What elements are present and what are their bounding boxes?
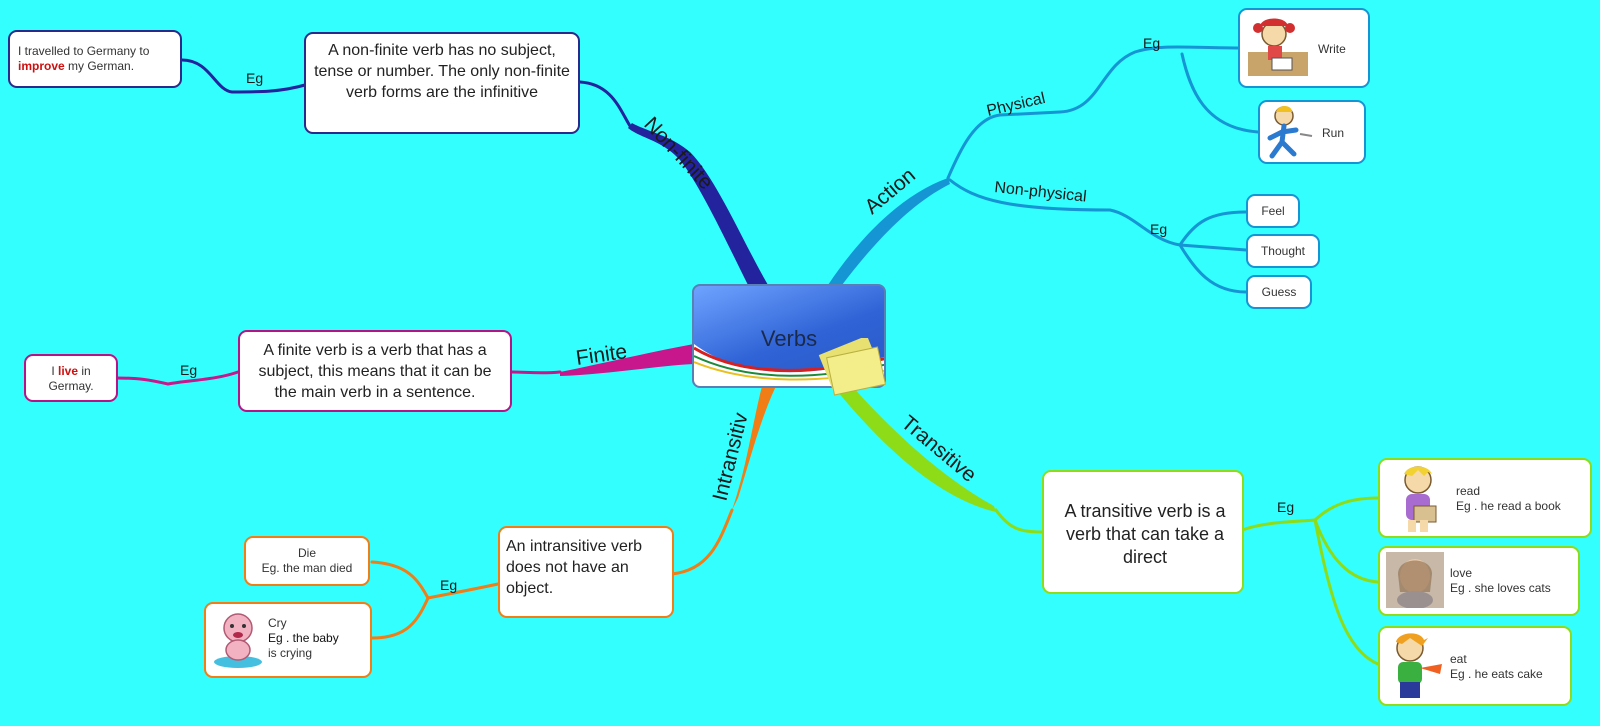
branch-intransitive <box>732 386 776 510</box>
intransitive-example-die[interactable]: Die Eg. the man died <box>244 536 370 586</box>
transitive-definition[interactable]: A transitive verb is a verb that can tak… <box>1042 470 1244 594</box>
label-intransitive: Intransitiv <box>709 410 753 503</box>
action-example-feel[interactable]: Feel <box>1246 194 1300 228</box>
eg-finite: Eg <box>180 362 197 378</box>
branch-transitive <box>838 386 996 512</box>
transitive-definition-text: A transitive verb is a verb that can tak… <box>1064 501 1226 567</box>
intransitive-definition[interactable]: An intransitive verb does not have an ob… <box>498 526 674 618</box>
girl-writing-icon <box>1248 18 1308 76</box>
eg-nonfinite: Eg <box>246 70 263 86</box>
girl-with-cat-photo <box>1386 552 1444 608</box>
nonfinite-example[interactable]: I travelled to Germany to improve my Ger… <box>8 30 182 88</box>
eg-nonphysical: Eg <box>1150 221 1167 237</box>
label-nonphysical: Non-physical <box>994 179 1088 206</box>
label-action: Action <box>860 164 920 219</box>
eg-intransitive: Eg <box>440 577 457 593</box>
crying-baby-icon <box>214 613 262 668</box>
eg-transitive: Eg <box>1277 499 1294 515</box>
action-example-guess[interactable]: Guess <box>1246 275 1312 309</box>
central-topic-title: Verbs <box>760 326 818 351</box>
action-example-thought[interactable]: Thought <box>1246 234 1320 268</box>
nonfinite-definition-text: A non-finite verb has no subject, tense … <box>314 42 570 101</box>
boy-eating-icon <box>1396 633 1442 698</box>
finite-example[interactable]: I live in Germay. <box>24 354 118 402</box>
eg-physical: Eg <box>1143 35 1160 51</box>
branch-nonfinite <box>628 123 768 285</box>
finite-definition-text: A finite verb is a verb that has a subje… <box>258 342 492 401</box>
intransitive-definition-text: An intransitive verb does not have an ob… <box>506 538 643 597</box>
branch-finite <box>560 344 694 376</box>
finite-definition[interactable]: A finite verb is a verb that has a subje… <box>238 330 512 412</box>
boy-reading-icon <box>1404 466 1437 532</box>
branch-action <box>828 178 950 285</box>
boy-running-icon <box>1267 106 1313 159</box>
label-nonfinite: Non-finite <box>639 113 717 194</box>
nonfinite-definition[interactable]: A non-finite verb has no subject, tense … <box>304 32 580 134</box>
sticky-note-icon[interactable] <box>812 338 892 400</box>
